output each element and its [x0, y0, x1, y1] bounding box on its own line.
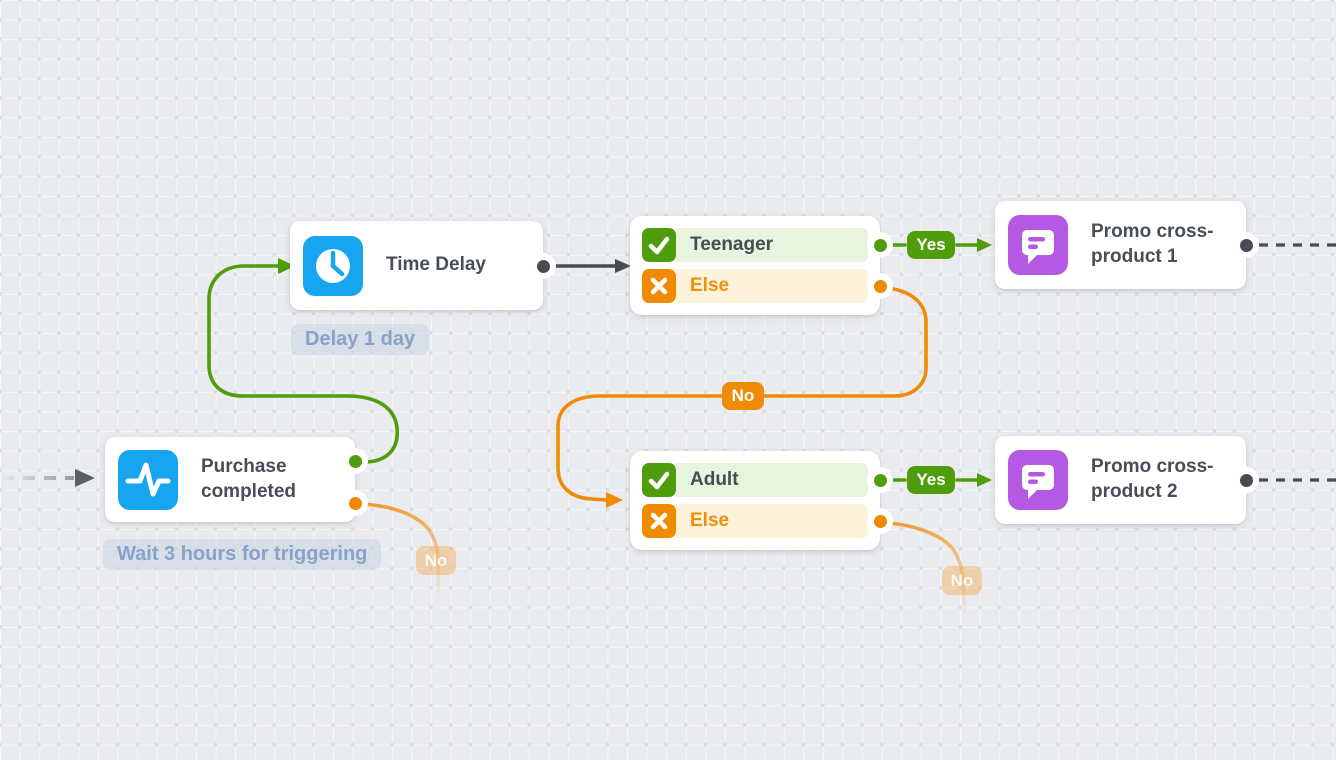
edge-badge-no-purchase-faded: No [416, 546, 456, 575]
edge-adult-no-faded [887, 521, 967, 614]
node-promo-cross-product-2[interactable]: Promo cross-product 2 [995, 436, 1259, 524]
output-port-no[interactable] [342, 490, 368, 516]
pulse-icon [118, 449, 178, 510]
output-port-yes[interactable] [867, 232, 893, 258]
output-port[interactable] [1233, 232, 1259, 258]
edge-timedelay-out [550, 259, 631, 273]
node-condition-adult[interactable]: Adult Else [630, 451, 893, 550]
branch-row-match[interactable]: Teenager [642, 228, 868, 262]
branch-label: Else [676, 269, 868, 303]
time-delay-note-label: Delay 1 day [291, 324, 430, 355]
node-title: Time Delay [386, 254, 486, 276]
branch-label: Else [676, 504, 868, 538]
node-time-delay[interactable]: Time Delay [290, 221, 556, 310]
branch-label: Adult [676, 463, 868, 497]
purchase-note-label: Wait 3 hours for triggering [103, 539, 382, 570]
message-icon [1008, 215, 1068, 275]
node-promo-cross-product-1[interactable]: Promo cross-product 1 [995, 201, 1259, 289]
edge-teen-no [556, 286, 928, 508]
node-condition-teenager[interactable]: Teenager Else [630, 216, 893, 315]
branch-label: Teenager [676, 228, 868, 262]
edge-badge-no-teen: No [722, 382, 764, 410]
check-icon [642, 228, 676, 262]
edge-badge-yes-adult: Yes [907, 466, 955, 494]
edge-entry-dashed [2, 469, 95, 487]
output-port-no[interactable] [867, 508, 893, 534]
node-title: Purchase completed [201, 455, 297, 502]
output-port-yes[interactable] [342, 448, 368, 474]
output-port-no[interactable] [867, 273, 893, 299]
x-icon [642, 504, 676, 538]
node-purchase-completed[interactable]: Purchase completed [105, 437, 368, 522]
branch-row-else[interactable]: Else [642, 269, 868, 303]
output-port-yes[interactable] [867, 467, 893, 493]
edge-badge-yes-teen: Yes [907, 231, 955, 259]
node-title: Promo cross-product 2 [1091, 456, 1214, 502]
edge-badge-no-adult-faded: No [942, 566, 982, 595]
branch-row-else[interactable]: Else [642, 504, 868, 538]
edge-purchase-yes [207, 258, 399, 464]
check-icon [642, 463, 676, 497]
output-port[interactable] [530, 253, 556, 279]
branch-row-match[interactable]: Adult [642, 463, 868, 497]
edge-purchase-no-faded [360, 502, 441, 600]
x-icon [642, 269, 676, 303]
output-port[interactable] [1233, 467, 1259, 493]
node-title: Promo cross-product 1 [1091, 221, 1214, 267]
clock-icon [303, 235, 363, 296]
message-icon [1008, 450, 1068, 510]
